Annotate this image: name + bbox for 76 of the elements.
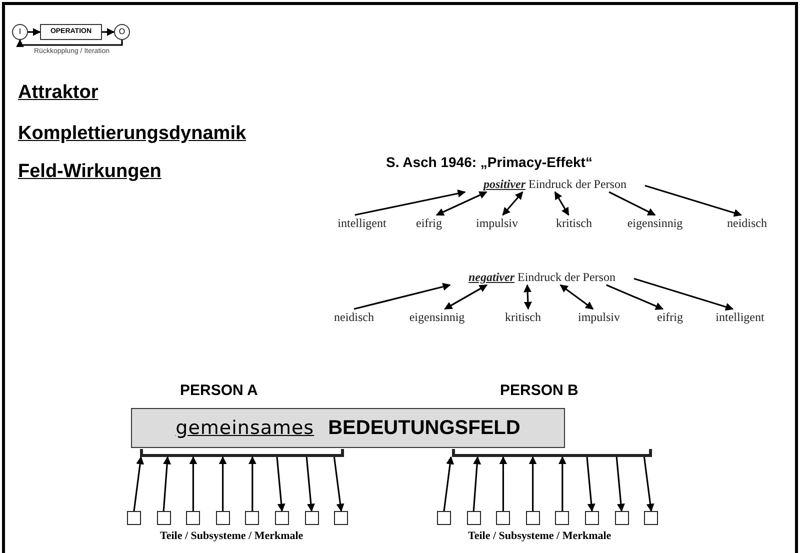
arrow [644,184,742,217]
arrow [499,456,508,511]
caption: Teile / Subsysteme / Merkmale [160,530,304,542]
meaning-field-box [131,408,565,448]
square [437,511,451,525]
square [216,511,230,525]
arrow [333,456,344,512]
square [245,511,260,525]
arrow [528,456,537,511]
arrow [102,28,115,36]
arrow [616,456,625,512]
bar [140,449,344,457]
arrow [16,39,123,48]
square [585,511,599,525]
square [644,511,658,525]
square [334,511,348,525]
arrow [608,191,656,216]
trait-word: kritisch [547,215,601,231]
trait-word: eigensinnig [398,309,476,325]
arrow [502,191,524,216]
trait-word: neidisch [718,215,776,231]
arrow [28,28,41,36]
square [304,511,319,525]
square [127,511,141,525]
trait-word: neidisch [324,309,384,325]
person-label: PERSON B [500,382,578,399]
arrow [306,456,315,512]
arrow [560,284,594,310]
arrow [606,284,664,310]
arrow [133,456,144,512]
section-heading: Attraktor [18,82,98,104]
square [614,511,629,525]
arrow [189,456,198,511]
arrow [354,282,451,310]
square [496,511,510,525]
square [466,511,481,525]
square [275,511,289,525]
square [555,511,570,525]
arrow [558,456,566,511]
bar [452,449,652,457]
caption: Teile / Subsysteme / Merkmale [468,530,612,542]
arrow [248,456,256,511]
arrow [436,191,488,216]
trait-word: intelligent [704,309,776,325]
arrow [554,191,570,216]
arrow [643,456,654,512]
square [526,511,540,525]
arrow [472,456,482,512]
trait-word: intelligent [326,215,398,231]
square [186,511,200,525]
person-label: PERSON A [180,382,258,399]
square [156,511,171,525]
arrow [354,190,466,216]
arrow [162,456,172,512]
section-heading: Komplettierungsdynamik [18,123,246,145]
figure-title: S. Asch 1946: „Primacy-Effekt“ [386,154,592,170]
arrow [443,456,454,512]
arrow [276,456,286,512]
trait-word: kritisch [497,309,549,325]
trait-word: eifrig [410,215,448,231]
field-subtitle: gemeinsames [176,417,314,439]
arrow [634,278,734,311]
section-heading: Feld-Wirkungen [18,161,162,183]
circle-node: O [114,24,130,40]
arrow [444,284,488,310]
arrow [218,456,227,511]
trait-word: eifrig [652,309,688,325]
trait-word: impulsiv [569,309,629,325]
arrow [586,456,596,512]
arrow [524,284,532,310]
trait-word: impulsiv [468,215,526,231]
field-title: BEDEUTUNGSFELD [328,416,520,440]
impression-heading: positiver Eindruck der Person [465,176,645,192]
circle-node: I [12,24,28,40]
impression-heading: negativer Eindruck der Person [450,269,634,285]
trait-word: eigensinnig [618,215,692,231]
